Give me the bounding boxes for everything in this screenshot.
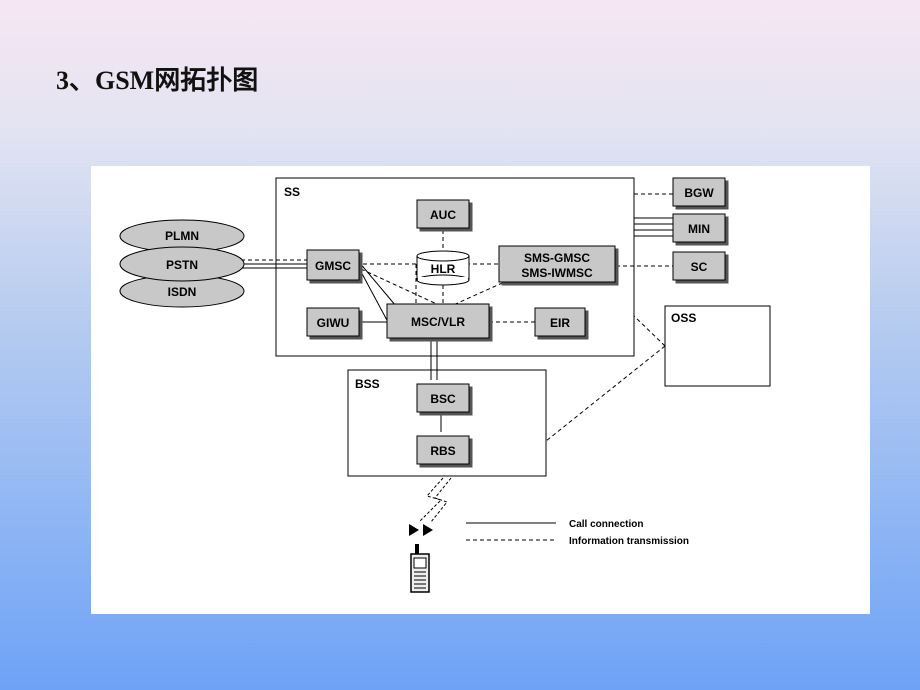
hlr-node xyxy=(416,250,470,286)
slide-title: 3、GSM网拓扑图 xyxy=(56,66,259,95)
auc-label: AUC xyxy=(430,208,456,222)
gmsc-label: GMSC xyxy=(315,259,351,273)
bss-group-label: BSS xyxy=(355,377,380,391)
information-transmission-lines xyxy=(241,193,673,442)
pstn-network-shape xyxy=(119,246,245,282)
min-label: MIN xyxy=(688,222,710,236)
eir-label: EIR xyxy=(550,316,570,330)
oss-label: OSS xyxy=(671,311,696,325)
rbs-label: RBS xyxy=(430,444,455,458)
radio-link xyxy=(418,477,452,523)
legend: Call connection Information transmission xyxy=(466,519,689,547)
rbs-node xyxy=(416,435,470,465)
isdn-network-label: ISDN xyxy=(168,285,197,299)
ss-group-label: SS xyxy=(284,185,300,199)
sc-node xyxy=(672,251,726,281)
diagram-panel: SS BSS OSS xyxy=(91,166,870,614)
bgw-label: BGW xyxy=(684,186,714,200)
sms-gmsc-node xyxy=(498,245,616,283)
auc-node xyxy=(416,199,470,229)
mobile-phone-icon xyxy=(410,544,430,593)
pstn-network-label: PSTN xyxy=(166,258,198,272)
call-connection-lines xyxy=(241,217,673,432)
legend-dashed-label: Information transmission xyxy=(569,536,689,547)
msc-vlr-node xyxy=(386,303,490,339)
eir-node xyxy=(534,307,586,337)
antenna-arrow-right-icon xyxy=(423,524,433,536)
gsm-topology-diagram: SS BSS OSS xyxy=(119,177,771,593)
gmsc-node xyxy=(306,249,360,281)
giwu-label: GIWU xyxy=(317,316,350,330)
sms-iwmsc-label: SMS-IWMSC xyxy=(521,266,593,280)
antenna-arrow-left-icon xyxy=(409,524,419,536)
sc-label: SC xyxy=(691,260,708,274)
msc-vlr-label: MSC/VLR xyxy=(411,315,465,329)
legend-solid-label: Call connection xyxy=(569,519,643,530)
oss-box xyxy=(664,305,771,387)
bsc-label: BSC xyxy=(430,392,456,406)
hlr-label: HLR xyxy=(431,262,456,276)
ss-group-box xyxy=(275,177,635,357)
bsc-node xyxy=(416,383,470,413)
min-node xyxy=(672,213,726,243)
bss-group-box xyxy=(347,369,547,477)
giwu-node xyxy=(306,307,360,337)
sms-gmsc-label: SMS-GMSC xyxy=(524,251,590,265)
bgw-node xyxy=(672,177,726,207)
plmn-network-label: PLMN xyxy=(165,229,199,243)
